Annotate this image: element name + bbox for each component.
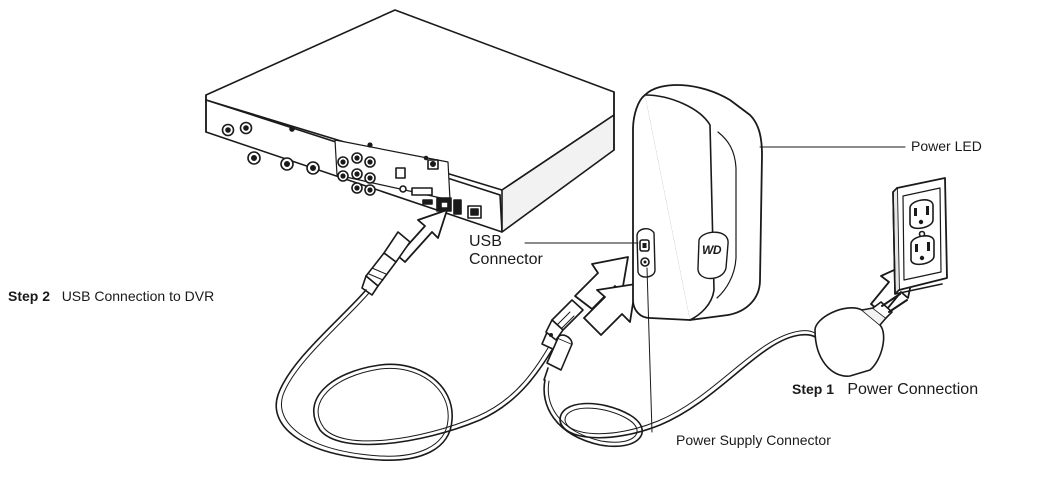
dvr-rear-av-panel — [334, 139, 451, 205]
step-2-prefix: Step 2 — [8, 288, 51, 304]
dvr-usb-port — [436, 197, 482, 219]
dvr-device — [205, 9, 615, 233]
wall-outlet — [892, 177, 948, 295]
usb-cable — [275, 231, 584, 461]
label-usb-connector-line2: Connector — [469, 251, 543, 269]
arrow-usb-to-dvr — [397, 209, 448, 263]
callout-lines — [524, 146, 906, 433]
label-usb-connector-line1: USB — [469, 233, 502, 250]
drive-logo-text: WD — [702, 243, 722, 257]
label-step-2: Step 2 USB Connection to DVR — [8, 288, 214, 304]
label-power-led: Power LED — [911, 138, 982, 154]
label-power-supply-connector: Power Supply Connector — [676, 432, 831, 448]
label-usb-connector: USB Connector — [469, 233, 543, 270]
step-1-text: Power Connection — [847, 381, 979, 398]
power-adapter — [814, 293, 908, 377]
step-1-prefix: Step 1 — [792, 381, 835, 397]
dvr-rear-ports-left — [221, 121, 320, 175]
callout-power-supply-line — [646, 267, 653, 433]
step-2-text: USB Connection to DVR — [61, 288, 215, 304]
label-step-1: Step 1 Power Connection — [792, 381, 978, 399]
power-cable — [543, 330, 824, 448]
drive-logo — [697, 231, 729, 280]
external-drive — [632, 84, 763, 321]
